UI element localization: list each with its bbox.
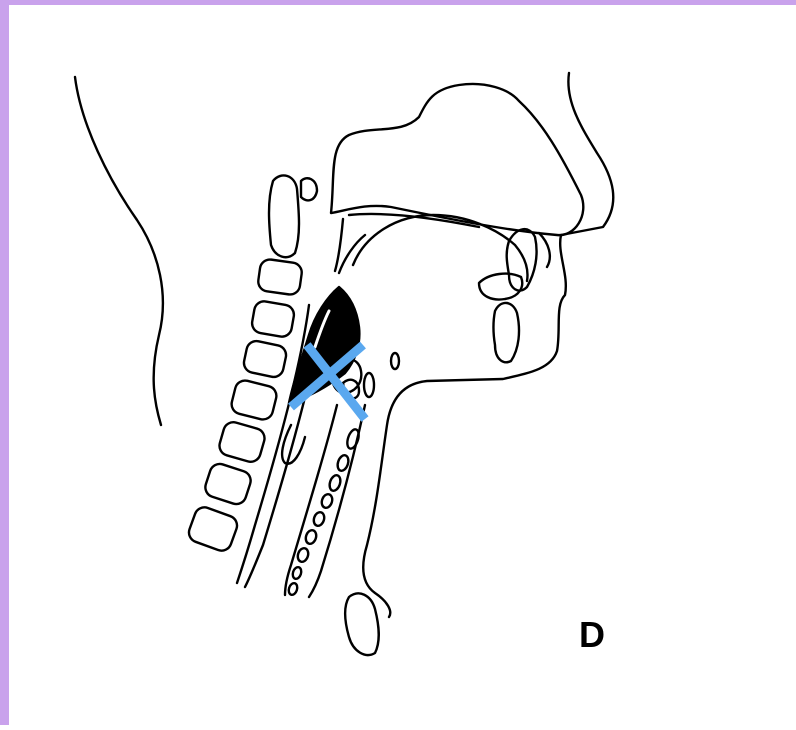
face-profile-outline [363,73,613,617]
vertebra-c4 [242,339,288,379]
vertebra-c2 [257,258,303,296]
vertebra-c6 [217,420,267,464]
vertebra-t1 [186,505,240,554]
skull-base-lower-line [335,219,343,271]
vertebra-c1 [269,175,299,257]
panel-label: D [579,617,605,653]
lower-incisor [494,303,520,362]
hyoid-marker [391,353,399,369]
skull-base-outline [331,84,583,235]
neck-back-outline [75,77,163,425]
vertebra-c5 [230,378,279,421]
trachea-posterior-wall [285,405,337,595]
tooth-root [539,233,550,267]
vertebra-c1-arch [301,178,317,200]
trachea-anterior-wall [309,405,365,597]
bolus-shape [289,287,359,403]
vertebra-c7 [203,461,253,506]
upper-tooth-crown [479,274,522,300]
vertebra-c3 [251,300,296,338]
palate-arc [353,215,528,281]
thyroid-notch [364,373,374,397]
soft-palate-line [339,235,365,273]
clavicle-shape [345,593,379,655]
airway-diagram [9,5,796,730]
